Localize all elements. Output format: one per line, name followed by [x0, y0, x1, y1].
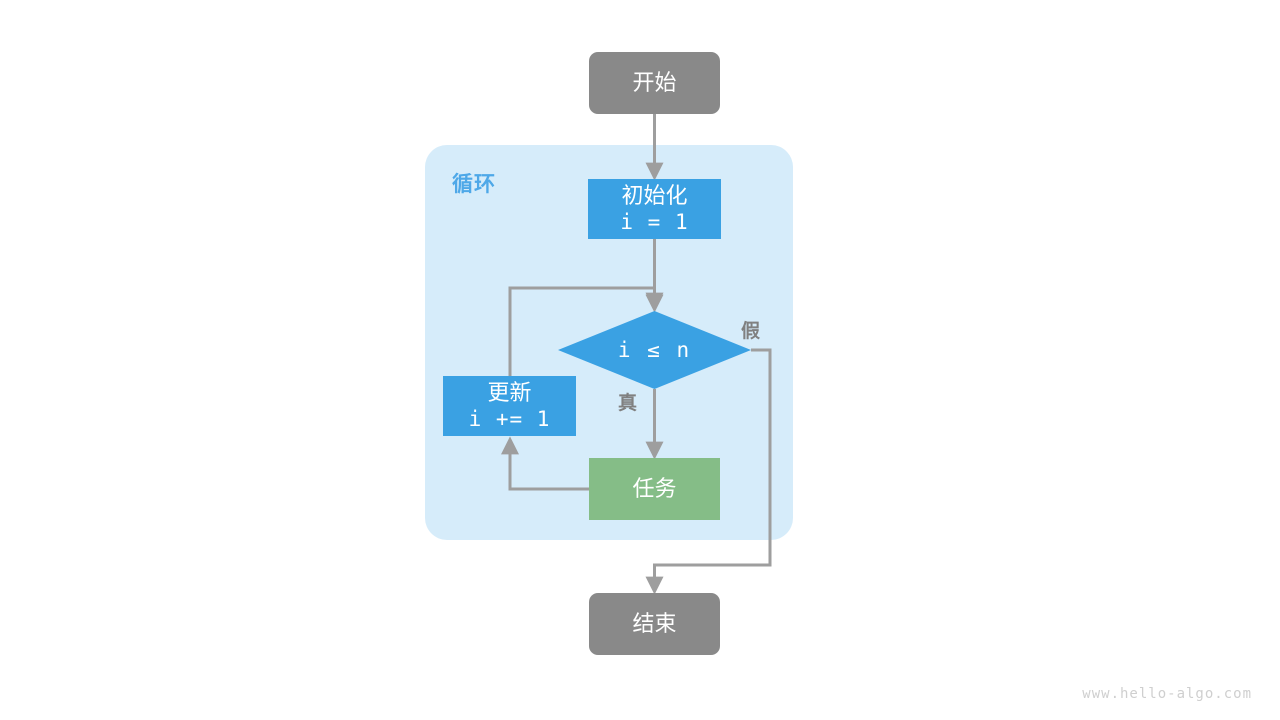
node-start[interactable]: 开始 — [589, 52, 720, 114]
node-update-code: i += 1 — [468, 406, 551, 431]
edge-label-false: 假 — [741, 321, 761, 342]
watermark: www.hello-algo.com — [1082, 686, 1252, 702]
node-condition[interactable]: i ≤ n — [558, 311, 751, 389]
node-condition-label: i ≤ n — [617, 338, 692, 362]
node-initialize-label: 初始化 — [621, 182, 688, 208]
node-start-label: 开始 — [632, 69, 677, 95]
node-update[interactable]: 更新 i += 1 — [443, 376, 576, 436]
node-task-label: 任务 — [632, 475, 677, 501]
node-initialize-code: i = 1 — [620, 209, 689, 234]
node-task[interactable]: 任务 — [589, 458, 720, 520]
node-end-label: 结束 — [632, 610, 677, 636]
loop-group-label: 循环 — [452, 173, 496, 196]
edge-label-true: 真 — [618, 393, 638, 414]
node-end[interactable]: 结束 — [589, 593, 720, 655]
node-update-label: 更新 — [487, 379, 532, 405]
node-initialize[interactable]: 初始化 i = 1 — [588, 179, 721, 239]
